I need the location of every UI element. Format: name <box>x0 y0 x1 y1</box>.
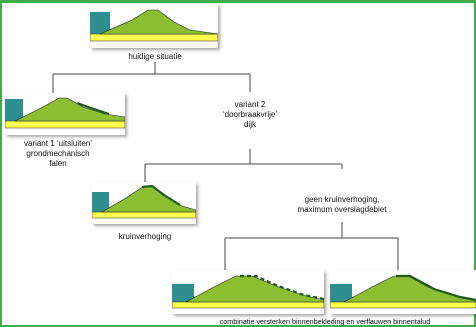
dike-thumbnail-combination-left <box>172 270 324 314</box>
node-variant2-label: variant 2 ‘doorbraakvrije’ dijk <box>200 100 300 130</box>
no-crest-line-1: geen kruinverhoging, <box>304 195 380 204</box>
node-variant1-label: variant 1 ‘uitsluiten’ grondmechanisch f… <box>8 139 108 169</box>
dike-thumbnail-crest-raising <box>92 182 196 224</box>
node-current-situation-label: huidige situatie <box>128 52 182 61</box>
variant2-line-1: variant 2 <box>234 100 266 109</box>
dike-thumbnail-current <box>90 4 218 48</box>
dike-thumbnail-variant1 <box>5 93 125 135</box>
variant1-line-2: grondmechanisch <box>26 149 90 158</box>
node-no-crest-raising-label: geen kruinverhoging, maximum overslagdeb… <box>262 195 422 215</box>
variant2-line-3: dijk <box>243 120 256 129</box>
node-combination-label: combinatie versterken binnenbekleding en… <box>219 317 431 326</box>
no-crest-line-2: maximum overslagdebiet <box>297 205 387 214</box>
variant2-line-2: ‘doorbraakvrije’ <box>222 110 278 119</box>
variant1-line-3: falen <box>49 159 67 168</box>
variant1-line-1: variant 1 ‘uitsluiten’ <box>23 139 93 148</box>
node-crest-raising-label: kruinverhoging <box>118 232 172 241</box>
dike-thumbnail-combination-right <box>330 270 476 314</box>
